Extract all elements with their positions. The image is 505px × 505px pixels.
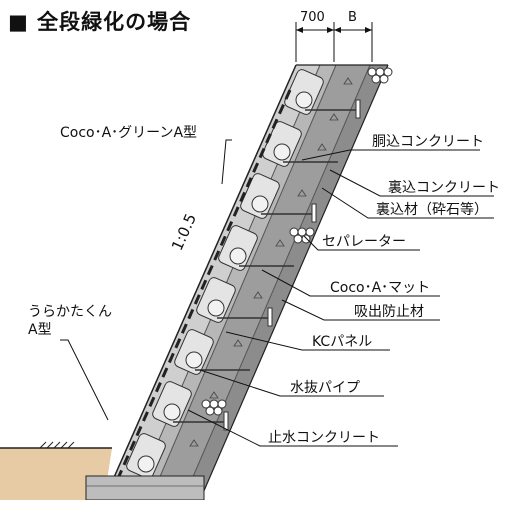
label-urakata-2: A型	[28, 322, 52, 338]
footing	[85, 475, 205, 501]
dimension-700: 700	[300, 10, 325, 25]
face-circles	[137, 91, 313, 473]
label-coco-green: Coco･A･グリーンA型	[60, 125, 198, 141]
label-uragomi-material: 裏込材（砕石等）	[376, 202, 488, 218]
ground-hatch	[39, 441, 75, 449]
dimension-b: B	[348, 10, 357, 25]
label-kc-panel: KCパネル	[312, 334, 373, 350]
leader-lines	[60, 139, 494, 447]
ground	[0, 448, 112, 500]
label-mizunuki: 水抜パイプ	[290, 380, 360, 396]
label-separator: セパレーター	[322, 234, 406, 250]
inner-line-2	[149, 64, 337, 501]
kc-panels	[223, 99, 361, 431]
page-title: ■ 全段緑化の場合	[8, 10, 192, 34]
dimension-arrows	[296, 27, 372, 33]
inner-line-3	[182, 64, 371, 501]
label-uragomi-concrete: 裏込コンクリート	[388, 180, 500, 196]
label-kyushutsu: 吸出防止材	[354, 304, 424, 320]
front-face	[103, 64, 297, 501]
label-urakata-1: うらかたくん	[28, 304, 112, 320]
drain-pipes	[201, 67, 393, 416]
back-concrete	[150, 65, 370, 500]
label-coco-mat: Coco･A･マット	[330, 280, 431, 296]
back-face	[199, 64, 389, 501]
green-mat-dashes	[110, 89, 292, 493]
label-dougomi: 胴込コンクリート	[372, 134, 484, 150]
separators	[173, 109, 360, 423]
label-shisui: 止水コンクリート	[268, 430, 380, 446]
dimension-lines	[295, 22, 373, 62]
